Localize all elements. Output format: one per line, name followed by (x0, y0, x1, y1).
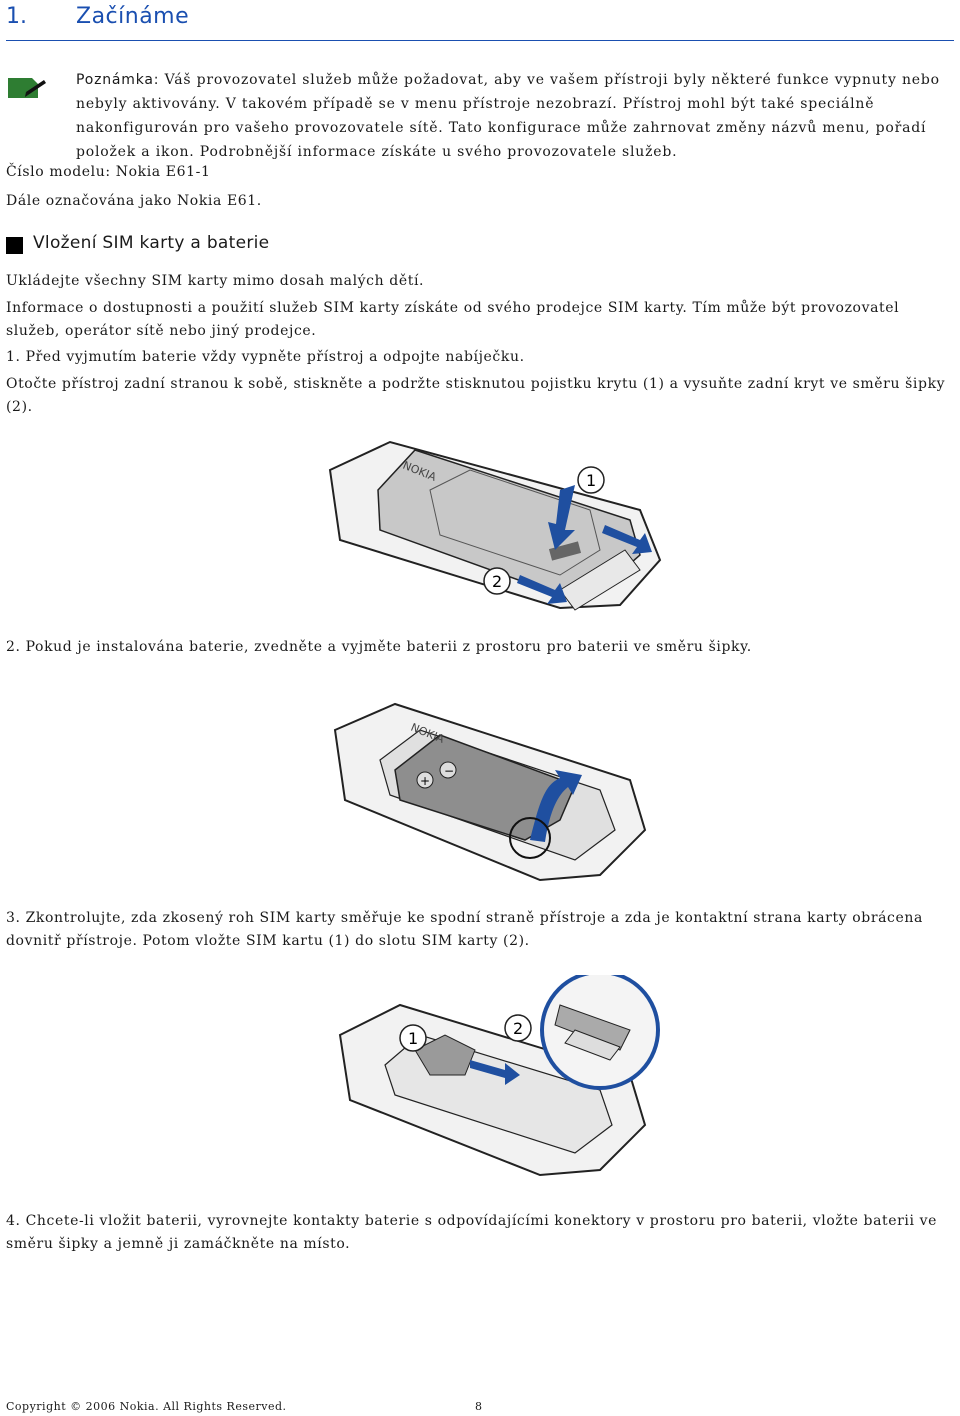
step-2: 2. Pokud je instalována baterie, zvednět… (6, 639, 752, 655)
callout-2-icon (504, 1014, 532, 1042)
note-icon (8, 78, 46, 98)
battery-minus: − (444, 764, 454, 778)
callout-2-label: 2 (492, 572, 502, 591)
callout-1-label: 1 (408, 1029, 418, 1048)
slide-arrow-upper (602, 525, 652, 554)
chapter-number: 1. (6, 4, 27, 29)
insert-arrow (470, 1060, 520, 1085)
sim-slot-detail (540, 975, 660, 1090)
battery-plus: + (420, 774, 430, 788)
step-3: 3. Zkontrolujte, zda zkosený roh SIM kar… (6, 910, 923, 949)
phone-body (328, 440, 662, 611)
grip-highlight-icon (509, 817, 551, 859)
callout-2-label: 2 (513, 1019, 523, 1038)
battery (394, 734, 577, 841)
figure-insert-sim: 1 2 (338, 975, 660, 1177)
callout-1-icon (399, 1024, 427, 1052)
step-4: 4. Chcete-li vložit baterii, vyrovnejte … (6, 1213, 938, 1252)
slide-arrow-lower (517, 575, 567, 604)
figure-remove-battery: + − NOKIA (333, 702, 647, 882)
model-number: Číslo modelu: Nokia E61-1 (6, 164, 211, 180)
note-paragraph: Poznámka: Váš provozovatel služeb může p… (76, 68, 954, 164)
callout-2-icon (483, 567, 511, 595)
note-text: Váš provozovatel služeb může požadovat, … (76, 72, 940, 160)
section-bullet (6, 237, 23, 254)
step-1-detail: Otočte přístroj zadní stranou k sobě, st… (6, 376, 946, 415)
footer-copyright: Copyright © 2006 Nokia. All Rights Reser… (6, 1400, 287, 1413)
callout-1-label: 1 (586, 471, 596, 490)
figure-remove-cover: NOKIA 1 2 (328, 440, 662, 611)
section-title: Vložení SIM karty a baterie (33, 233, 270, 253)
chapter-divider (6, 40, 954, 41)
page-number: 8 (475, 1400, 482, 1413)
note-label: Poznámka: (76, 72, 160, 88)
section-paragraph-1: Ukládejte všechny SIM karty mimo dosah m… (6, 273, 425, 289)
section-paragraph-2: Informace o dostupnosti a použití služeb… (6, 300, 900, 339)
step-1-intro: 1. Před vyjmutím baterie vždy vypněte př… (6, 349, 525, 365)
callout-1-icon (577, 466, 605, 494)
press-arrow (548, 485, 575, 550)
chapter-title: Začínáme (76, 4, 190, 29)
model-alias: Dále označována jako Nokia E61. (6, 193, 262, 209)
